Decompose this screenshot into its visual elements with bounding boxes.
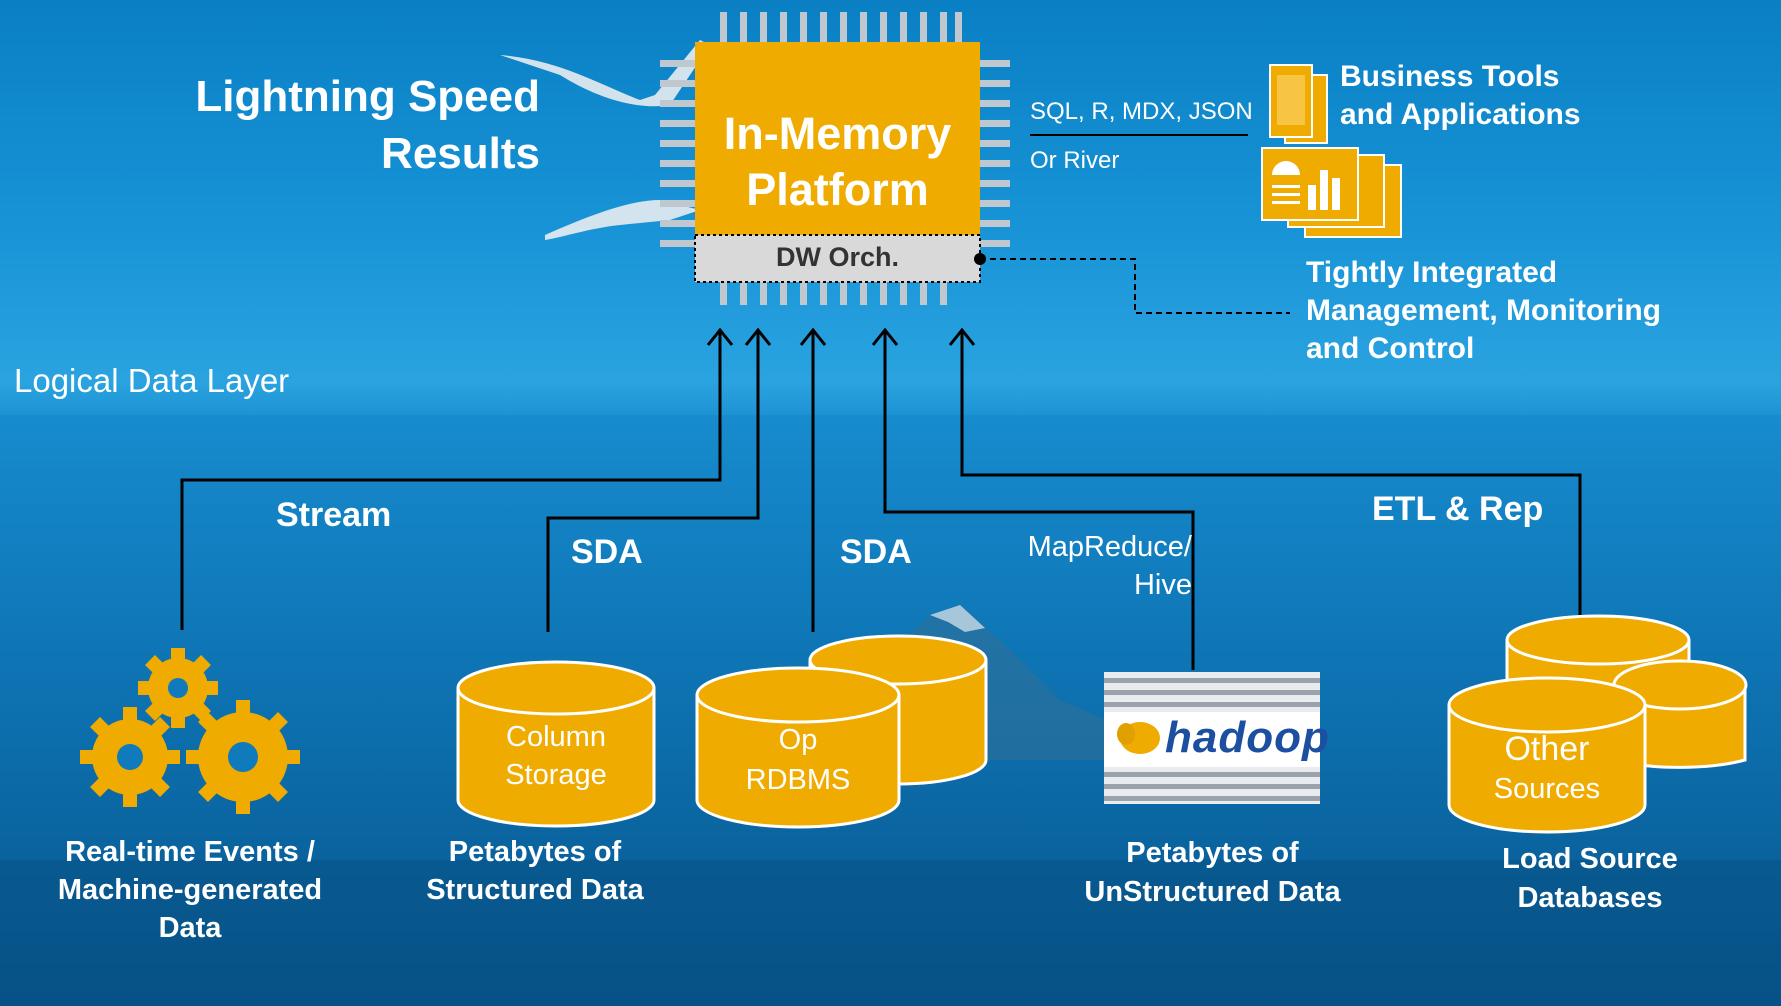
realtime-line-2: Machine-generated <box>57 874 323 906</box>
unstructured-line-1: Petabytes of <box>1126 837 1299 869</box>
other-db-line-1: Other <box>1504 730 1590 768</box>
structured-line-1: Petabytes of <box>448 836 622 868</box>
platform-title: In-Memory Platform <box>695 106 980 218</box>
hadoop-elephant-icon <box>1104 672 1320 804</box>
realtime-caption: Real-time Events / Machine-generated Dat… <box>20 833 360 947</box>
stream-label: Stream <box>276 496 392 534</box>
report-chart-icon <box>1261 147 1402 238</box>
unstructured-line-2: UnStructured Data <box>1084 876 1341 908</box>
database-icon <box>1447 614 1748 834</box>
mobile-device-icon <box>1269 64 1328 144</box>
management-line-2: Management, Monitoring <box>1306 294 1661 327</box>
sda-label-2: SDA <box>840 533 912 571</box>
column-storage-db-label: Column Storage <box>458 718 654 794</box>
structured-line-2: Structured Data <box>426 874 644 906</box>
speed-line-1: Lightning Speed <box>195 72 540 121</box>
speed-results-title: Lightning Speed Results <box>150 68 540 182</box>
platform-line-1: In-Memory <box>723 108 952 159</box>
seagull-icon <box>500 40 710 240</box>
column-db-line-2: Storage <box>505 759 607 791</box>
data-connectors <box>180 327 1582 670</box>
sda-label-1: SDA <box>571 533 643 571</box>
gear-icon <box>80 648 300 814</box>
hadoop-logo-text: hadoop <box>1165 713 1330 762</box>
business-tools-line-1: Business Tools <box>1340 60 1560 93</box>
business-tools-label: Business Tools and Applications <box>1340 58 1581 134</box>
database-icon <box>456 660 656 828</box>
op-rdbms-db-label: Op RDBMS <box>697 720 899 800</box>
oprdbms-db-line-1: Op <box>778 724 818 756</box>
oprdbms-db-line-2: RDBMS <box>745 764 851 796</box>
column-db-line-1: Column <box>506 721 606 753</box>
unstructured-data-caption: Petabytes of UnStructured Data <box>1060 834 1365 912</box>
realtime-line-1: Real-time Events / <box>65 836 315 868</box>
platform-line-2: Platform <box>746 164 929 215</box>
database-icon <box>695 634 988 829</box>
structured-data-caption: Petabytes of Structured Data <box>400 833 670 909</box>
load-source-caption: Load Source Databases <box>1460 840 1720 918</box>
realtime-line-3: Data <box>158 912 222 944</box>
mapreduce-line-1: MapReduce/ <box>1027 531 1192 563</box>
management-label: Tightly Integrated Management, Monitorin… <box>1306 254 1661 368</box>
other-db-line-2: Sources <box>1493 773 1601 805</box>
business-tools-line-2: and Applications <box>1340 98 1581 131</box>
or-river-label: Or River <box>1030 147 1120 174</box>
other-sources-db-label: Other Sources <box>1449 728 1645 808</box>
dw-orch-label: DW Orch. <box>775 242 899 272</box>
management-line-3: and Control <box>1306 332 1475 365</box>
chip-pins <box>660 12 1010 305</box>
load-source-line-2: Databases <box>1517 882 1663 914</box>
load-source-line-1: Load Source <box>1502 843 1678 875</box>
protocols-label: SQL, R, MDX, JSON <box>1030 98 1253 125</box>
speed-line-2: Results <box>381 129 540 178</box>
management-connector <box>980 258 1290 314</box>
etl-label: ETL & Rep <box>1372 490 1544 528</box>
logical-data-layer-label: Logical Data Layer <box>14 362 290 399</box>
mapreduce-label: MapReduce/ Hive <box>990 528 1192 604</box>
mapreduce-line-2: Hive <box>1133 569 1192 601</box>
management-line-1: Tightly Integrated <box>1306 256 1558 289</box>
